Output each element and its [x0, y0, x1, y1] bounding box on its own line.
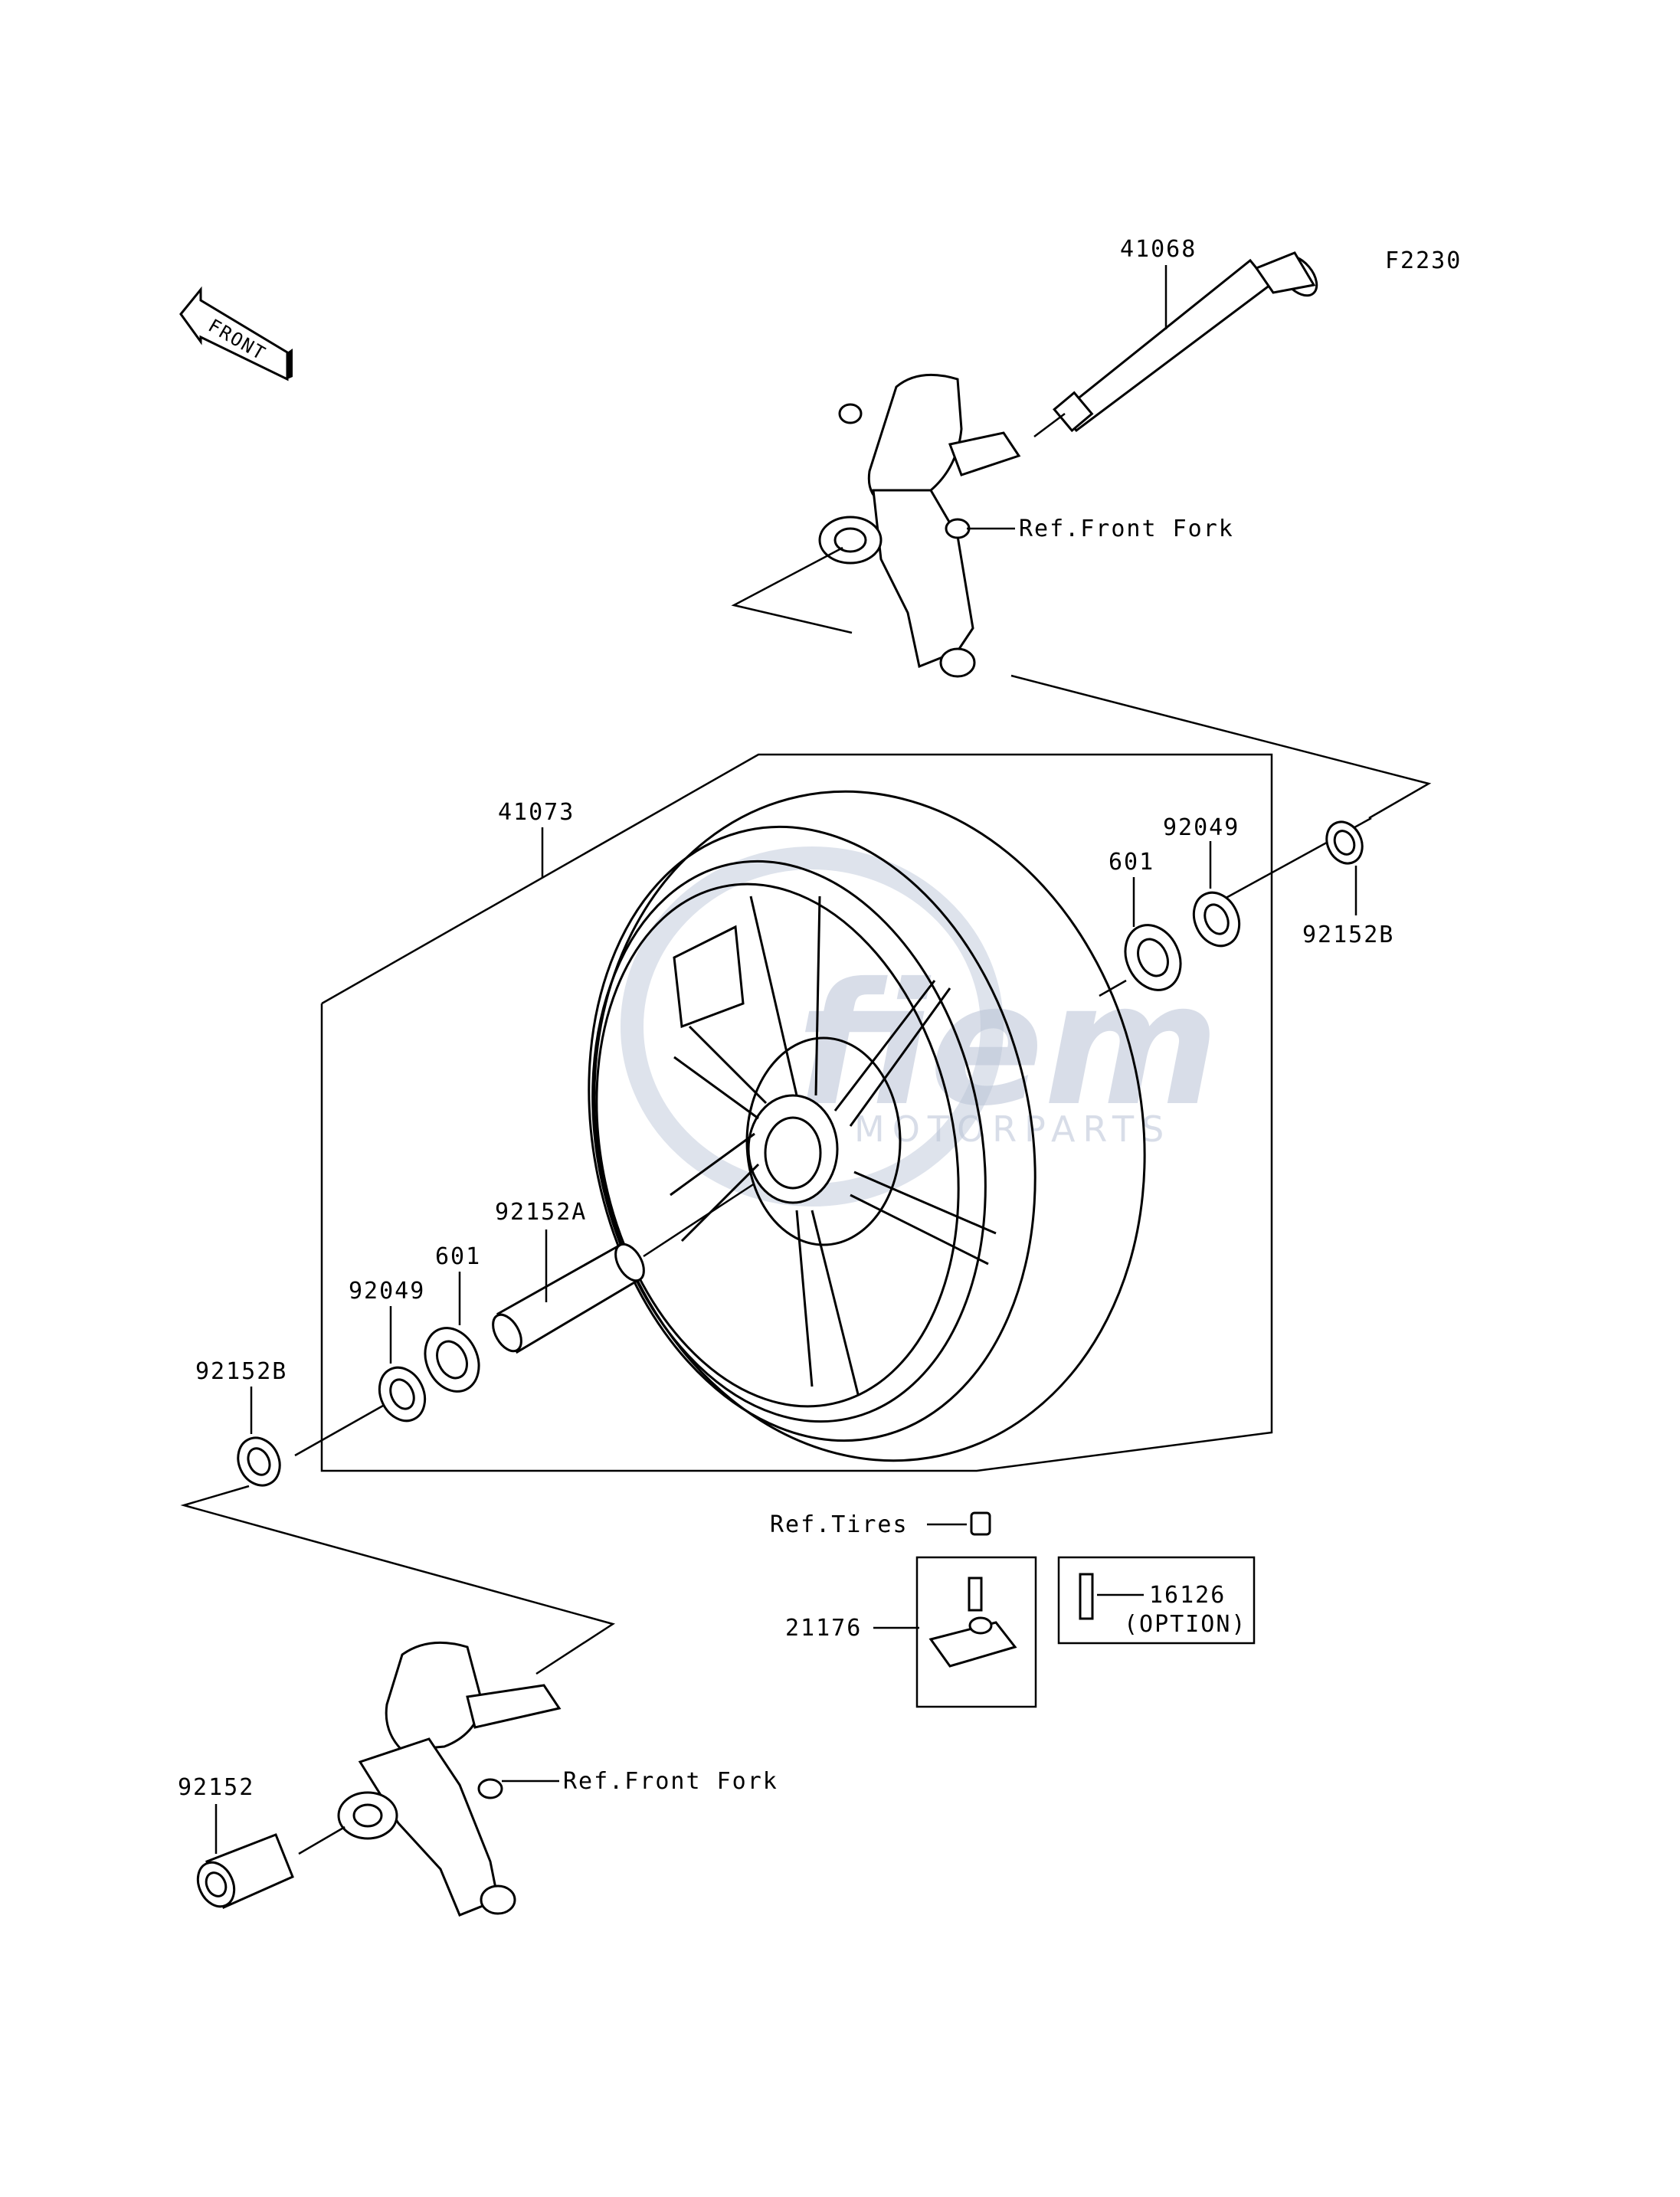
callout-seal-right: 92049	[1163, 814, 1240, 841]
valve-box	[915, 1556, 1037, 1708]
callout-collar-left: 92152B	[195, 1358, 287, 1385]
callout-axle: 41068	[1120, 236, 1197, 263]
front-wheel-part	[588, 790, 1146, 1462]
valve-part	[928, 1577, 1017, 1668]
collar-left	[237, 1436, 281, 1487]
fork-collar-part	[196, 1833, 294, 1910]
callout-tires: Ref.Tires	[770, 1511, 909, 1538]
watermark-sub: MOTORPARTS	[854, 1108, 1171, 1150]
option-valve-part	[1079, 1573, 1094, 1620]
bearing-left	[424, 1327, 480, 1393]
watermark-logo: fiem MOTORPARTS	[621, 846, 1220, 1207]
oil-seal-left	[378, 1366, 427, 1423]
callout-collar-right: 92152B	[1302, 922, 1394, 948]
callout-option-part: 16126	[1149, 1582, 1226, 1609]
wheel-group-box	[320, 753, 1273, 1472]
spacer-tube	[492, 1243, 645, 1354]
callout-seal-left: 92049	[349, 1278, 425, 1305]
callout-wheel: 41073	[498, 799, 575, 826]
option-box	[1057, 1556, 1256, 1645]
callout-bearing-right: 601	[1109, 849, 1154, 876]
callout-bearing-left: 601	[435, 1243, 481, 1270]
front-fork-leg-top	[818, 373, 1021, 678]
callout-option-note: (OPTION)	[1124, 1611, 1247, 1638]
front-axle-part	[1033, 251, 1318, 437]
figure-code: F2230	[1385, 247, 1462, 274]
front-direction-arrow-icon: FRONT	[179, 286, 293, 381]
callout-fork-collar: 92152	[178, 1774, 254, 1801]
oil-seal-right	[1192, 891, 1241, 948]
callout-valve: 21176	[785, 1615, 862, 1642]
callout-fork-bottom: Ref.Front Fork	[563, 1768, 778, 1795]
front-fork-leg-bottom	[337, 1641, 562, 1917]
bearing-right	[1124, 924, 1182, 991]
valve-cap-part	[970, 1511, 991, 1536]
callout-spacer: 92152A	[495, 1199, 587, 1226]
callout-fork-top: Ref.Front Fork	[1019, 516, 1234, 542]
collar-right	[1325, 820, 1364, 865]
